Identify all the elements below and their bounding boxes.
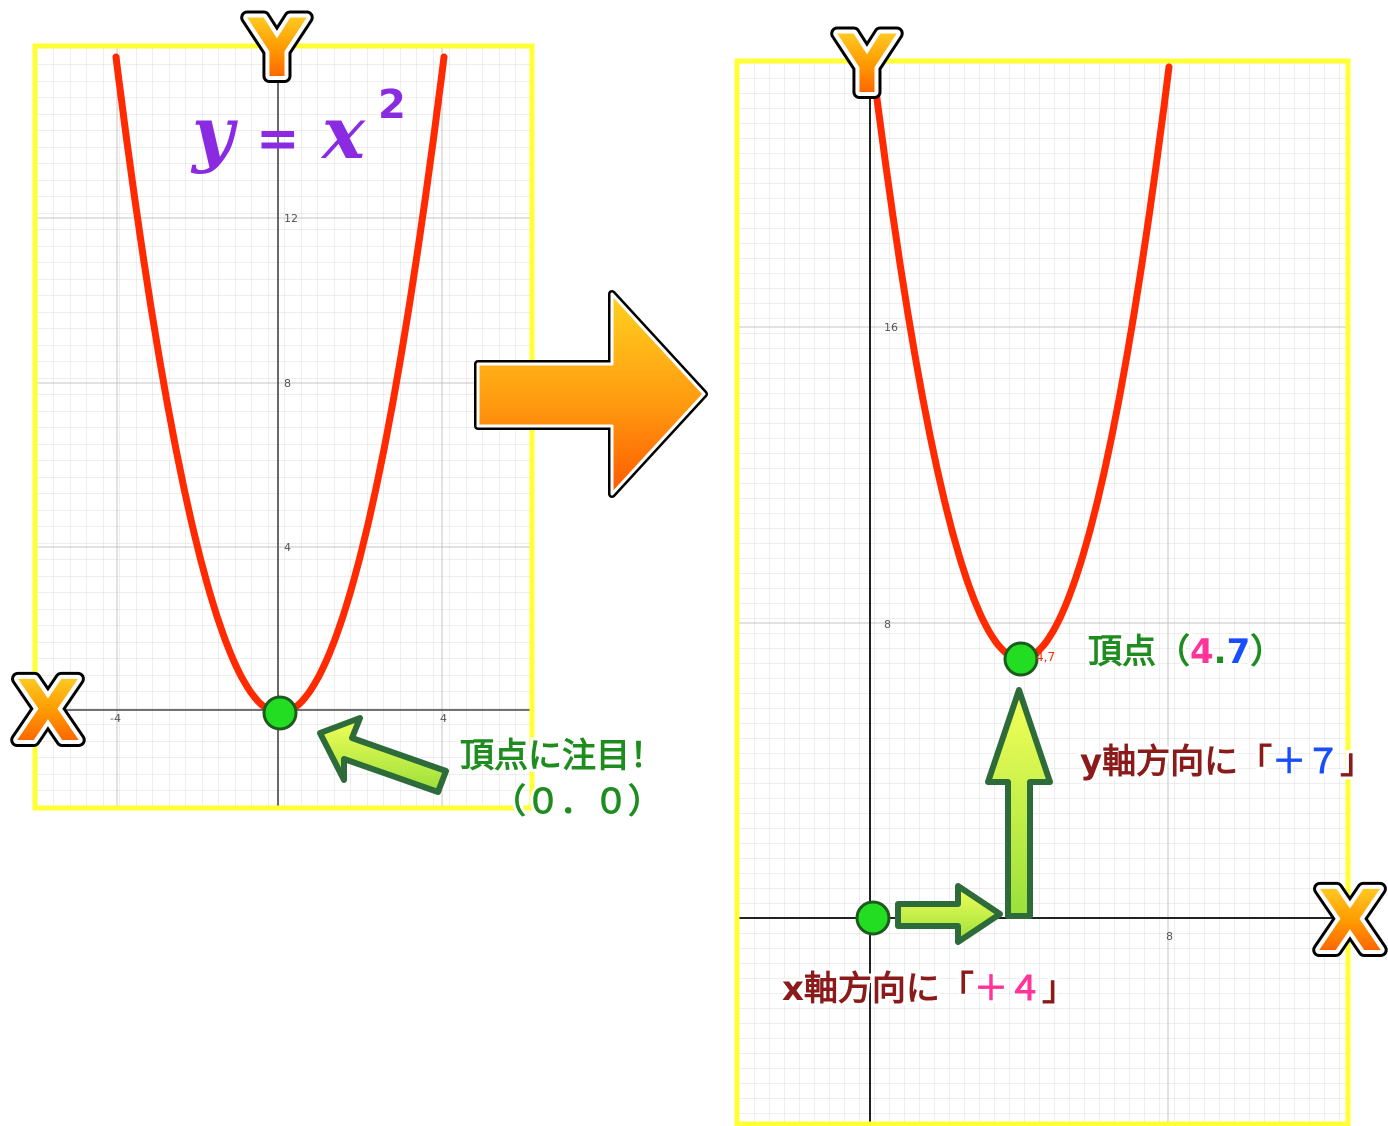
x-shift-suffix: 」 <box>1042 969 1076 1009</box>
vertex-label: 頂点（4.7） <box>1088 632 1284 672</box>
x-shift-arrow-icon <box>895 883 1003 945</box>
x-badge-letter: X <box>1318 872 1383 970</box>
x-badge-letter: X <box>16 662 81 760</box>
x-shift-prefix: x軸方向に「 <box>782 969 974 1009</box>
left-major-grid <box>35 46 532 808</box>
x-badge-outline: X <box>1318 872 1383 970</box>
y-shift-arrow-icon <box>985 687 1053 919</box>
right-arrow-icon <box>474 290 708 498</box>
vertex-label-prefix: 頂点（ <box>1088 632 1190 672</box>
left-tick-label: 4 <box>284 541 291 554</box>
left-tick-label: 12 <box>284 212 298 225</box>
x-axis-badge-icon: X X X <box>9 655 88 767</box>
right-tick-label: 8 <box>884 618 891 631</box>
x-axis-badge-icon: X X X <box>1311 865 1388 977</box>
y-shift-suffix: 」 <box>1340 742 1374 782</box>
y-badge-outline: Y <box>837 18 897 111</box>
y-badge-letter: Y <box>247 2 307 95</box>
x-badge-outline: X <box>16 662 81 760</box>
right-tick-label: 8 <box>1166 930 1173 943</box>
y-shift-label: y軸方向に「＋７」 <box>1080 742 1374 782</box>
pointer-arrow-icon <box>317 715 449 795</box>
left-tick-label: -4 <box>110 712 121 725</box>
y-shift-value: ＋７ <box>1272 742 1340 782</box>
y-shift-prefix: y軸方向に「 <box>1080 742 1272 782</box>
right-major-grid <box>737 61 1348 1124</box>
x-badge-rim: X <box>16 662 81 760</box>
callout-line1: 頂点に注目！ <box>460 736 664 776</box>
y-badge-outline: Y <box>247 2 307 95</box>
right-vertex-dot <box>1003 641 1039 677</box>
vertex-small-label: 4,7 <box>1036 650 1055 664</box>
y-badge-letter: Y <box>837 18 897 111</box>
equation-x: x <box>320 90 366 175</box>
x-badge-rim: X <box>1318 872 1383 970</box>
right-tick-label: 16 <box>884 321 898 334</box>
right-graph: 16 8 8 Y Y Y X X X 4,7 <box>734 11 1388 1126</box>
y-badge-rim: Y <box>247 2 307 95</box>
callout-line2: （０．０） <box>492 782 662 822</box>
y-axis-badge-icon: Y Y Y <box>830 11 904 118</box>
equation-label: y = x 2 <box>190 82 406 175</box>
right-graph-frame <box>734 58 1351 1126</box>
origin-dot <box>855 900 891 936</box>
left-grid <box>35 46 532 808</box>
left-graph: 12 8 4 -4 4 y = x 2 Y Y Y X X X <box>9 0 667 825</box>
left-tick-label: 8 <box>284 377 291 390</box>
equation-equals: = <box>256 109 300 169</box>
vertex-label-y: 7 <box>1227 632 1251 672</box>
equation-exponent: 2 <box>378 82 406 128</box>
vertex-label-suffix: ） <box>1250 632 1284 672</box>
x-shift-value: ＋４ <box>974 969 1042 1009</box>
left-tick-label: 4 <box>440 712 447 725</box>
vertex-label-dot: . <box>1214 632 1227 672</box>
left-vertex-dot <box>262 695 298 731</box>
y-axis-badge-icon: Y Y Y <box>240 0 314 102</box>
right-grid <box>737 61 1348 1124</box>
y-badge-rim: Y <box>837 18 897 111</box>
x-shift-label: x軸方向に「＋４」 <box>782 969 1076 1009</box>
equation-y: y <box>190 90 238 175</box>
vertex-label-x: 4 <box>1190 632 1214 672</box>
